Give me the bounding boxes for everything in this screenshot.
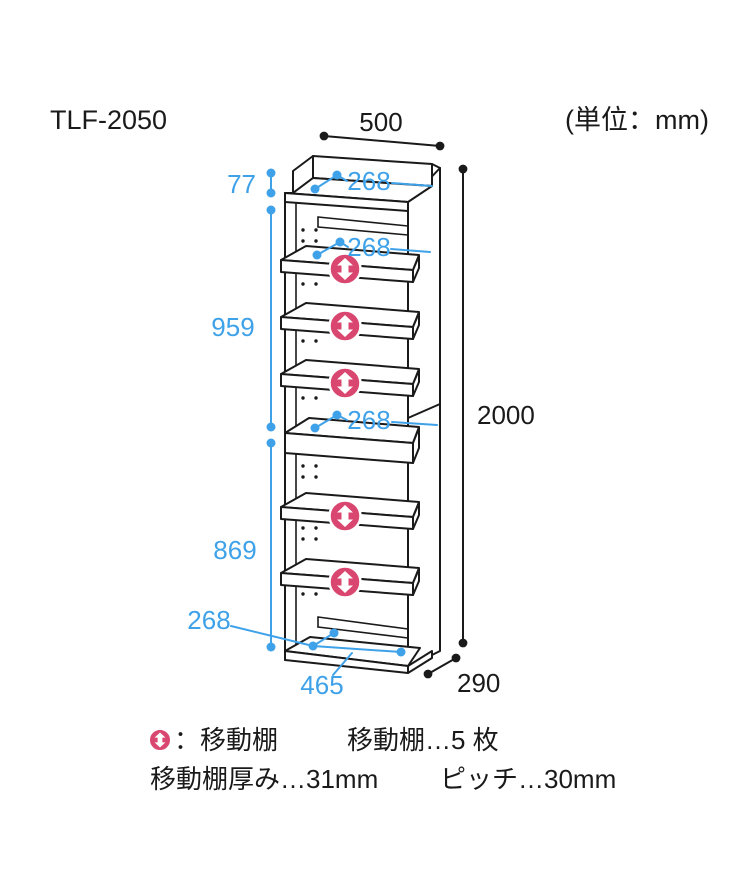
dimension-width-500: 500 — [319, 107, 445, 151]
legend-thickness: 移動棚厚み…31mm — [150, 764, 378, 794]
upper-inner-label: 959 — [211, 312, 254, 342]
move-shelf-icon — [330, 368, 361, 399]
bottom-base — [284, 636, 433, 674]
panel-seam-line — [407, 403, 441, 419]
legend: ：移動棚 移動棚…5 枚 移動棚厚み…31mm ピッチ…30mm — [148, 725, 616, 794]
width-label: 500 — [359, 107, 402, 137]
move-shelf-legend-icon — [148, 728, 172, 752]
move-shelf-icon — [330, 567, 361, 598]
dimension-upper-959: 959 — [211, 205, 276, 432]
top-back-rail — [317, 216, 409, 236]
shelf-pin-holes — [301, 228, 318, 607]
legend-marker-label: ：移動棚 — [174, 725, 278, 755]
legend-pitch: ピッチ…30mm — [440, 764, 616, 794]
bottom-inner-width-label: 465 — [300, 670, 343, 700]
fixed-middle-shelf — [284, 417, 420, 464]
dimension-lower-869: 869 — [213, 438, 276, 652]
lip-height-label: 77 — [227, 169, 256, 199]
dimension-lip-77: 77 — [227, 168, 276, 199]
dimension-depth-268-top: 268 — [310, 166, 433, 196]
cabinet-drawing — [280, 155, 441, 674]
move-shelf-icon — [330, 501, 361, 532]
shelf-depth-label: 268 — [347, 166, 390, 196]
model-title: TLF-2050 — [50, 105, 167, 135]
dimension-depth-268-bottom: 268 — [187, 605, 339, 647]
shelf-depth-label: 268 — [347, 232, 390, 262]
shelf-depth-label: 268 — [187, 605, 230, 635]
move-shelf-icon — [330, 311, 361, 342]
dimension-depth-290: 290 — [423, 653, 500, 698]
dimension-depth-268-upper: 268 — [312, 232, 431, 262]
depth-label: 290 — [457, 668, 500, 698]
shelf-depth-label: 268 — [347, 405, 390, 435]
height-label: 2000 — [477, 400, 535, 430]
lower-inner-label: 869 — [213, 535, 256, 565]
dimension-height-2000: 2000 — [458, 164, 535, 648]
dimension-depth-268-middle: 268 — [310, 405, 438, 435]
dimension-width-465: 465 — [300, 641, 406, 700]
legend-shelf-count: 移動棚…5 枚 — [347, 725, 499, 755]
unit-note: (単位：mm) — [565, 105, 709, 135]
